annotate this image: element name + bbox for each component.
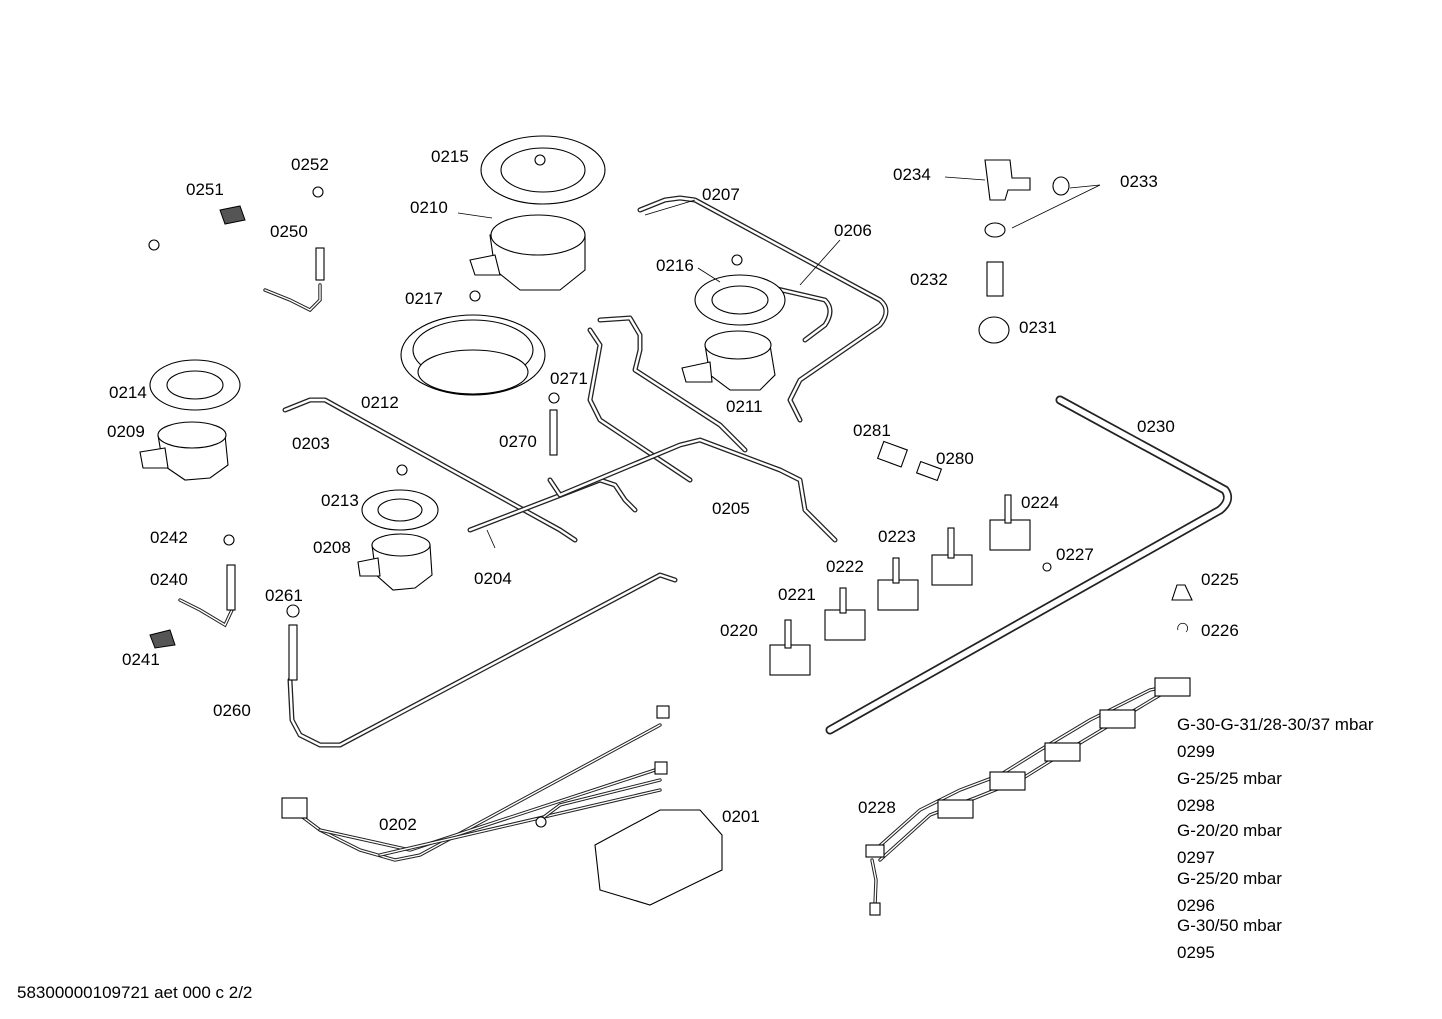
part-label: 0203 xyxy=(292,434,330,453)
drawing-number: 58300000109721 aet 000 c 2/2 xyxy=(17,983,252,1002)
part-label: 0224 xyxy=(1021,493,1059,512)
part-label: 0202 xyxy=(379,815,417,834)
part-label: 0216 xyxy=(656,256,694,275)
part-label: 0242 xyxy=(150,528,188,547)
part-label: 0213 xyxy=(321,491,359,510)
part-label: 0208 xyxy=(313,538,351,557)
burner-parts xyxy=(139,135,1193,916)
part-label: 0206 xyxy=(834,221,872,240)
part-label: 0251 xyxy=(186,180,224,199)
part-label: 0207 xyxy=(702,185,740,204)
part-label: 0233 xyxy=(1120,172,1158,191)
leader-lines xyxy=(457,176,1101,549)
part-label: 0223 xyxy=(878,527,916,546)
legend-line: G-30/50 mbar xyxy=(1177,916,1282,935)
part-label: 0250 xyxy=(270,222,308,241)
legend-line: 0298 xyxy=(1177,796,1215,815)
part-label: 0241 xyxy=(122,650,160,669)
part-label: 0270 xyxy=(499,432,537,451)
gas-variant-legend: G-30-G-31/28-30/37 mbar 0299 G-25/25 mba… xyxy=(1177,715,1374,962)
legend-line: G-20/20 mbar xyxy=(1177,821,1282,840)
part-label: 0231 xyxy=(1019,318,1057,337)
part-label: 0261 xyxy=(265,586,303,605)
part-label: 0281 xyxy=(853,421,891,440)
part-label: 0240 xyxy=(150,570,188,589)
part-label: 0227 xyxy=(1056,545,1094,564)
part-label: 0252 xyxy=(291,155,329,174)
part-label: 0217 xyxy=(405,289,443,308)
part-label: 0211 xyxy=(726,397,763,416)
part-label: 0221 xyxy=(778,585,816,604)
legend-line: G-25/25 mbar xyxy=(1177,769,1282,788)
part-label: 0205 xyxy=(712,499,750,518)
part-label: 0226 xyxy=(1201,621,1239,640)
part-label: 0280 xyxy=(936,449,974,468)
part-label: 0210 xyxy=(410,198,448,217)
part-label: 0214 xyxy=(109,383,147,402)
part-label: 0212 xyxy=(361,393,399,412)
part-label: 0201 xyxy=(722,807,760,826)
part-label: 0232 xyxy=(910,270,948,289)
part-label: 0234 xyxy=(893,165,931,184)
legend-line: G-30-G-31/28-30/37 mbar xyxy=(1177,715,1374,734)
part-label: 0222 xyxy=(826,557,864,576)
gas-pipes xyxy=(282,195,1233,748)
part-labels: 0215 0252 0251 0210 0207 0250 0206 0216 … xyxy=(107,147,1239,834)
part-label: 0220 xyxy=(720,621,758,640)
part-label: 0230 xyxy=(1137,417,1175,436)
part-label: 0271 xyxy=(550,369,588,388)
legend-line: G-25/20 mbar xyxy=(1177,869,1282,888)
part-label: 0204 xyxy=(474,569,512,588)
part-label: 0209 xyxy=(107,422,145,441)
legend-line: 0296 xyxy=(1177,896,1215,915)
part-label: 0225 xyxy=(1201,570,1239,589)
legend-line: 0299 xyxy=(1177,742,1215,761)
legend-line: 0297 xyxy=(1177,848,1215,867)
part-label: 0260 xyxy=(213,701,251,720)
legend-line: 0295 xyxy=(1177,943,1215,962)
part-label: 0228 xyxy=(858,798,896,817)
part-label: 0215 xyxy=(431,147,469,166)
